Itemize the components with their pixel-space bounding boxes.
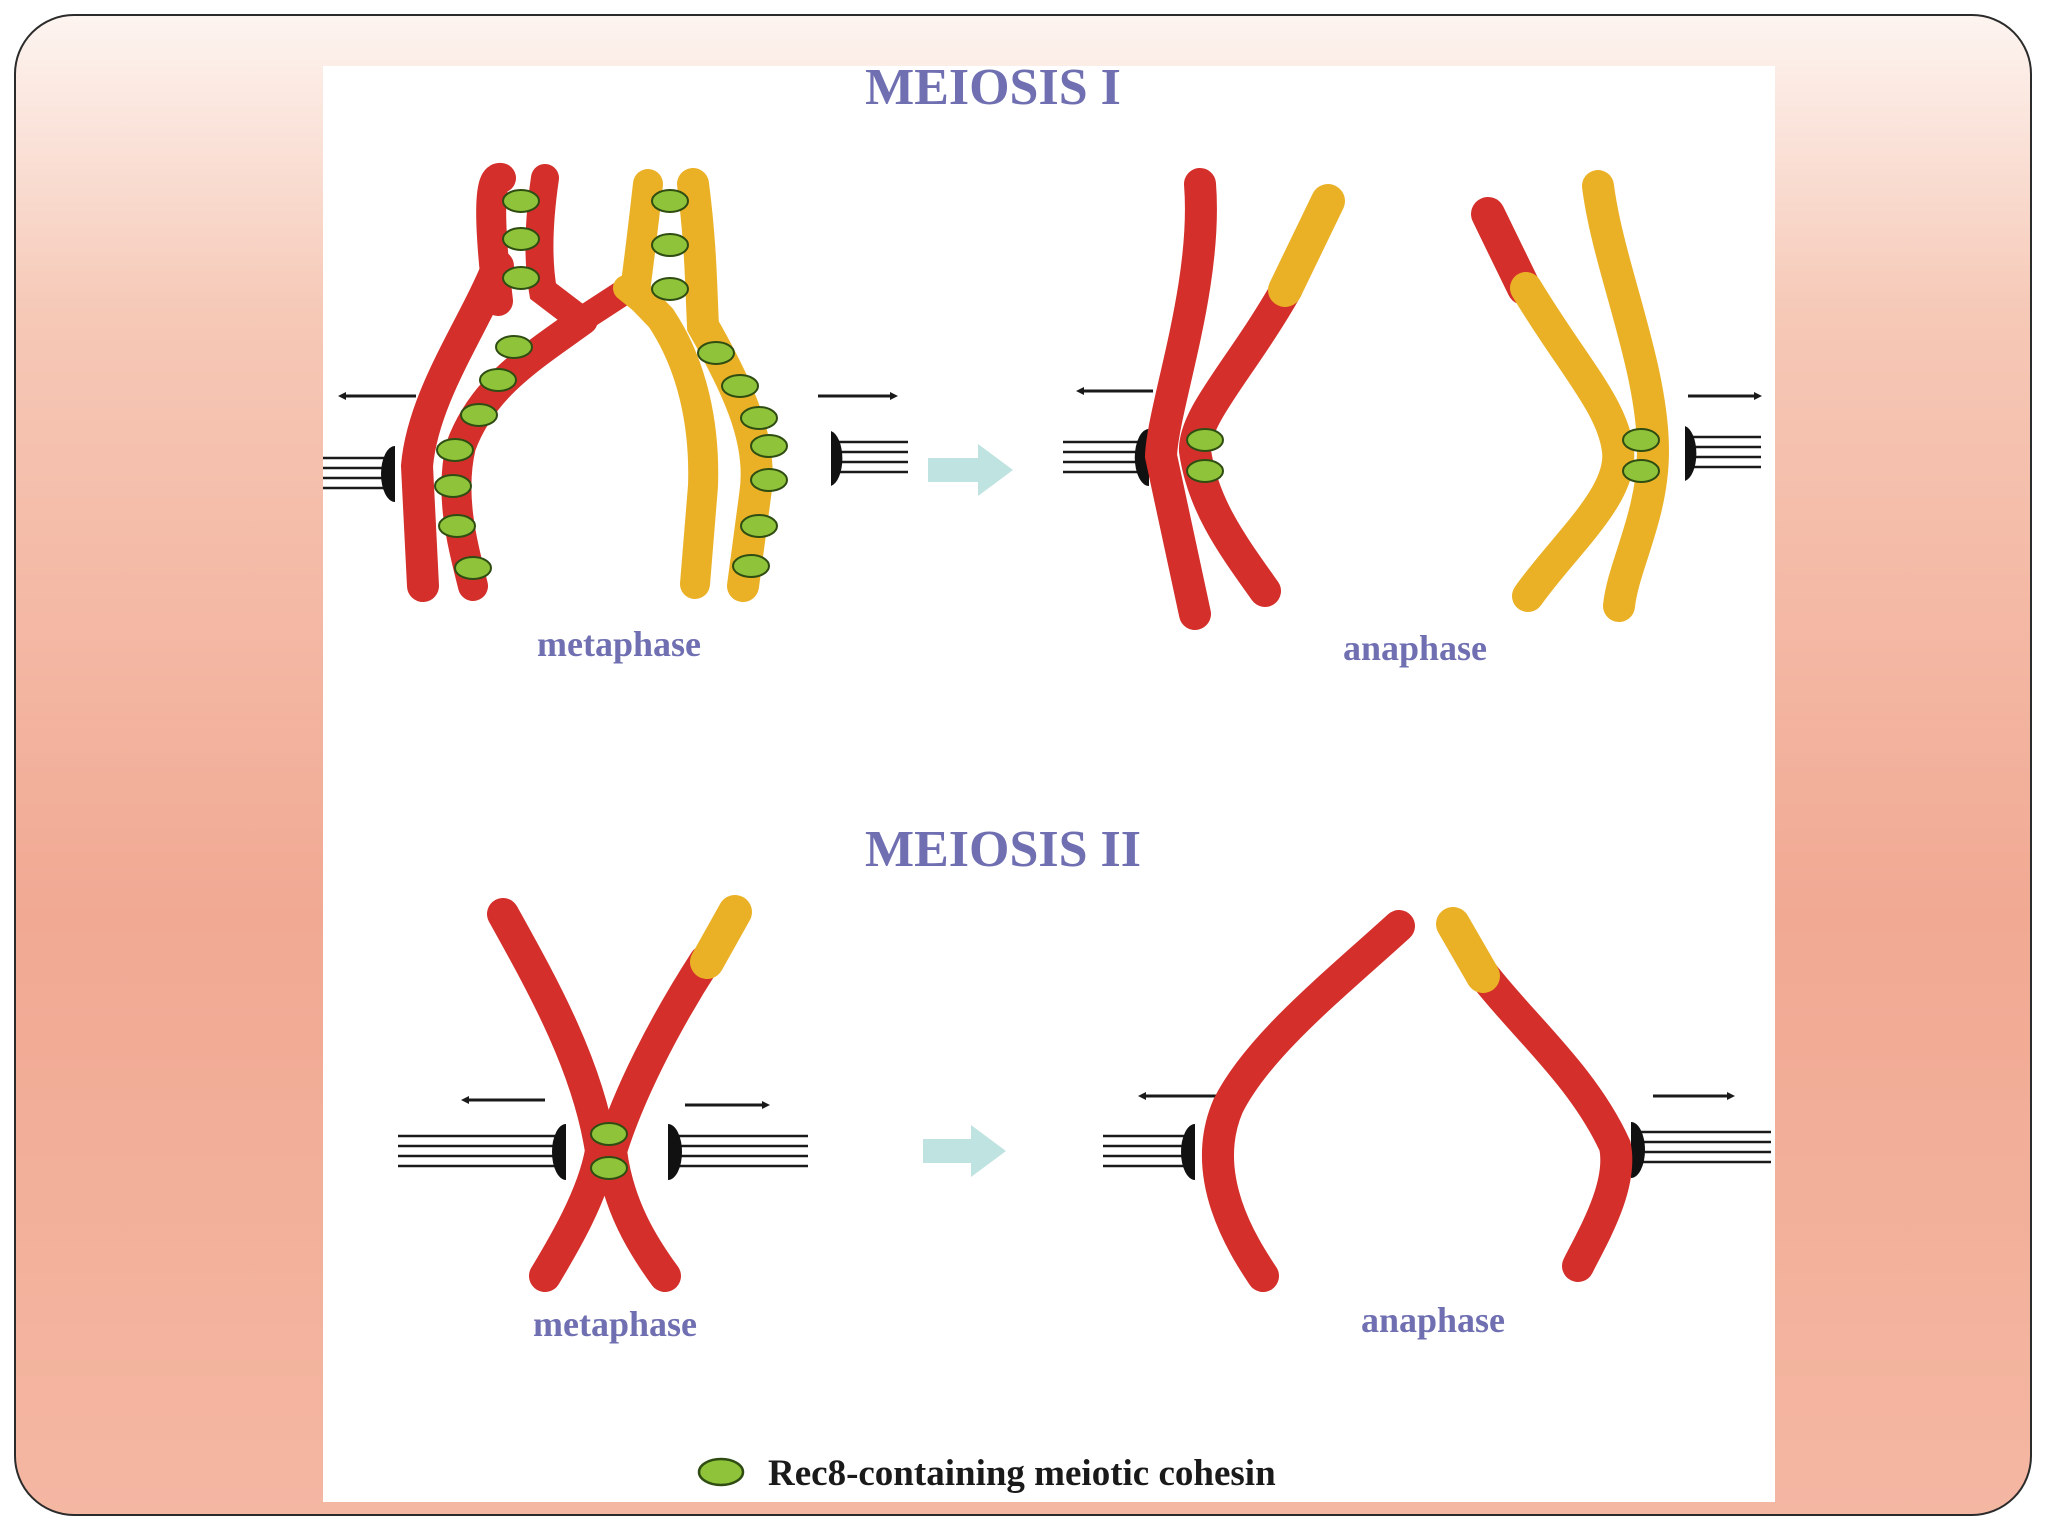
metaphase-label: metaphase [533,1304,697,1344]
metaphase-label: metaphase [537,624,701,664]
kinetochore [668,1124,682,1180]
yellow-homolog [613,168,773,602]
cohesin-legend-swatch [697,1457,745,1487]
meiosis-1-metaphase: metaphase [323,163,908,664]
spindle-fibers [831,440,908,474]
figure-panel: MEIOSIS I [323,66,1775,1502]
slide-frame: MEIOSIS I [14,14,2032,1516]
yellow-recombinant-chromosome [1471,170,1670,622]
red-sister-chromatids [487,895,752,1292]
spindle-fibers [1063,435,1761,474]
meiosis-diagram: MEIOSIS I [323,66,1771,1494]
legend: Rec8-containing meiotic cohesin [697,1453,1276,1494]
kinetochore [552,1124,566,1180]
meiosis-2-title: MEIOSIS II [865,821,1141,878]
kinetochore [1685,426,1697,481]
meiosis-1-title: MEIOSIS I [865,66,1121,116]
cohesin-complexes [434,189,788,580]
meiosis-1-anaphase: anaphase [1063,168,1762,668]
spindle-fibers [1103,1130,1771,1168]
kinetochore [831,431,843,486]
kinetochore [381,446,395,502]
kinetochore [1134,429,1149,486]
process-arrow [928,444,1013,496]
kinetochore [1181,1124,1195,1180]
spindle-fibers [398,1134,808,1168]
meiosis-2-metaphase: metaphase [398,895,808,1344]
anaphase-label: anaphase [1343,628,1487,668]
cohesin-complexes [590,1122,628,1180]
legend-label: Rec8-containing meiotic cohesin [768,1453,1276,1494]
red-recombinant-chromosome [1144,168,1345,630]
kinetochore [1631,1122,1645,1178]
meiosis-2-anaphase: anaphase [1103,907,1771,1340]
recombinant-chromatid [1436,907,1633,1282]
cohesin-complexes [1186,428,1660,483]
red-chromatid [1202,910,1415,1292]
anaphase-label: anaphase [1361,1300,1505,1340]
process-arrow [923,1125,1006,1177]
